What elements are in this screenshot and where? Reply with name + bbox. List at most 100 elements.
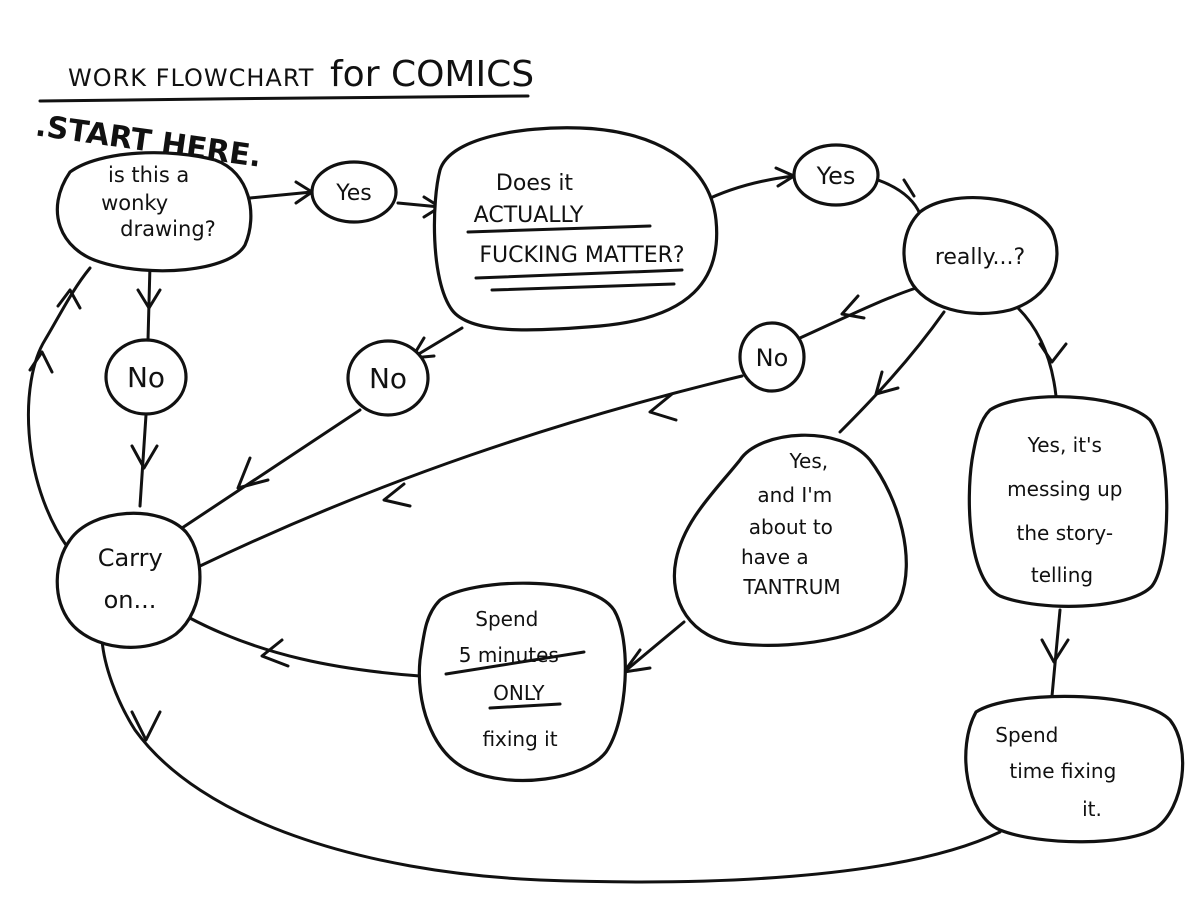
arrow-story-spendtime bbox=[1040, 638, 1070, 664]
node-spend5-line-3: ONLY bbox=[493, 681, 545, 705]
node-tantrum: Yes, and I'm about to have a TANTRUM bbox=[672, 433, 908, 647]
node-carry-shape bbox=[55, 511, 202, 649]
node-start-line-3: drawing? bbox=[120, 217, 216, 241]
node-tantrum-line-4: have a bbox=[741, 545, 809, 569]
node-no3-shape bbox=[738, 321, 806, 393]
node-spendtime: Spend time fixing it. bbox=[964, 694, 1185, 844]
node-yes1-text: Yes bbox=[335, 181, 372, 206]
edge-tantrum-spend5 bbox=[622, 620, 686, 674]
node-matter-underline-2 bbox=[474, 268, 684, 280]
node-tantrum-line-1: Yes, bbox=[788, 449, 828, 473]
node-tantrum-line-3: about to bbox=[749, 515, 833, 539]
node-story-text: Yes, it's messing up the story- telling bbox=[1007, 433, 1129, 587]
edge-really-tantrum bbox=[838, 310, 946, 434]
node-yes2-shape bbox=[792, 143, 880, 207]
node-spend5-shape bbox=[417, 581, 627, 783]
edge-spend5-carry bbox=[184, 614, 422, 678]
node-story-line-2: messing up bbox=[1007, 477, 1122, 501]
arrow-no1-carry bbox=[130, 444, 159, 470]
node-story-line-3: the story- bbox=[1017, 521, 1114, 545]
arrow-carry-start-1 bbox=[28, 350, 54, 374]
edge-no2-carry bbox=[180, 408, 362, 530]
edge-carry-start bbox=[26, 266, 92, 550]
node-yes1: Yes bbox=[310, 160, 398, 224]
edge-no1-carry bbox=[138, 413, 148, 508]
node-tantrum-line-5: TANTRUM bbox=[742, 575, 840, 599]
node-start-shape bbox=[55, 151, 253, 273]
node-matter-line-2: ACTUALLY bbox=[474, 203, 584, 228]
title-underline bbox=[38, 94, 530, 103]
node-no1: No bbox=[104, 338, 188, 416]
edge-matter-yes2 bbox=[700, 174, 796, 204]
title-suffix: for COMICS bbox=[330, 54, 534, 95]
node-no2-shape bbox=[346, 339, 430, 417]
node-matter-underline-1 bbox=[466, 224, 652, 234]
node-spendtime-line-2: time fixing bbox=[1009, 759, 1116, 783]
node-tantrum-shape bbox=[672, 433, 908, 647]
node-story-line-4: telling bbox=[1031, 563, 1093, 587]
node-story: Yes, it's messing up the story- telling bbox=[967, 395, 1169, 608]
flowchart-title: WORK FLOWCHART for COMICS bbox=[38, 54, 534, 103]
node-start-text: is this a wonky drawing? bbox=[101, 163, 216, 241]
node-matter: Does it ACTUALLY FUCKING MATTER? bbox=[432, 126, 719, 332]
node-spendtime-line-1: Spend bbox=[995, 723, 1058, 747]
edges bbox=[26, 166, 1070, 884]
node-carry-line-2: on... bbox=[104, 586, 157, 614]
edge-really-story bbox=[1016, 306, 1058, 398]
edge-yes1-matter bbox=[396, 201, 442, 209]
node-yes1-shape bbox=[310, 160, 398, 224]
node-really-text: really...? bbox=[935, 245, 1025, 270]
arrow-no3-carry bbox=[648, 392, 678, 422]
arrow-carry-start-2 bbox=[56, 288, 82, 310]
node-tantrum-text: Yes, and I'm about to have a TANTRUM bbox=[741, 449, 841, 599]
edge-start-yes1 bbox=[248, 190, 314, 200]
arrow-really-story bbox=[1038, 342, 1068, 364]
node-story-line-1: Yes, it's bbox=[1027, 433, 1102, 457]
arrow-no2-carry bbox=[236, 456, 270, 490]
node-yes2: Yes bbox=[792, 143, 880, 207]
node-spend5: Spend 5 minutes ONLY fixing it bbox=[417, 581, 627, 783]
arrow-really-tantrum bbox=[874, 370, 900, 396]
node-spend5-line-4: fixing it bbox=[482, 727, 557, 751]
title-prefix: WORK FLOWCHART bbox=[68, 64, 314, 92]
node-carry-line-1: Carry bbox=[98, 544, 163, 572]
node-no2-text: No bbox=[369, 362, 407, 395]
edge-spendtime-carry bbox=[100, 638, 1002, 884]
node-spendtime-line-3: it. bbox=[1082, 797, 1102, 821]
node-matter-line-1: Does it bbox=[496, 171, 574, 196]
arrow-yes2-really bbox=[902, 178, 916, 198]
edge-really-no3 bbox=[798, 286, 918, 340]
node-spend5-underline-1 bbox=[444, 650, 586, 676]
arrow-start-no1 bbox=[136, 288, 162, 310]
node-start-line-2: wonky bbox=[101, 191, 168, 215]
arrow-spend5-carry bbox=[260, 638, 290, 668]
arrow-no3-carry-2 bbox=[382, 482, 412, 508]
node-carry-text: Carry on... bbox=[98, 544, 171, 614]
edge-no3-carry bbox=[198, 374, 744, 568]
edge-story-spendtime bbox=[1050, 608, 1062, 698]
node-tantrum-line-2: and I'm bbox=[757, 483, 832, 507]
node-spendtime-shape bbox=[964, 694, 1185, 844]
node-spend5-text: Spend 5 minutes ONLY fixing it bbox=[459, 607, 565, 751]
node-really: really...? bbox=[902, 196, 1059, 315]
edge-matter-no2 bbox=[410, 326, 464, 360]
node-start-line-1: is this a bbox=[108, 163, 189, 187]
node-spend5-line-1: Spend bbox=[475, 607, 538, 631]
node-no1-shape bbox=[104, 338, 188, 416]
node-yes2-text: Yes bbox=[816, 162, 856, 190]
node-matter-underline-3 bbox=[490, 282, 676, 292]
arrow-really-no3 bbox=[840, 294, 866, 320]
node-no1-text: No bbox=[127, 361, 165, 394]
node-story-shape bbox=[967, 395, 1169, 608]
node-no3: No bbox=[738, 321, 806, 393]
edge-start-no1 bbox=[146, 263, 152, 342]
node-no2: No bbox=[346, 339, 430, 417]
node-no3-text: No bbox=[756, 344, 789, 372]
node-start: is this a wonky drawing? bbox=[55, 151, 253, 273]
node-matter-line-3: FUCKING MATTER? bbox=[479, 243, 684, 268]
node-really-shape bbox=[902, 196, 1059, 315]
node-spendtime-text: Spend time fixing it. bbox=[995, 723, 1122, 821]
arrow-spendtime-carry bbox=[130, 710, 162, 742]
node-spend5-underline-2 bbox=[488, 702, 562, 710]
